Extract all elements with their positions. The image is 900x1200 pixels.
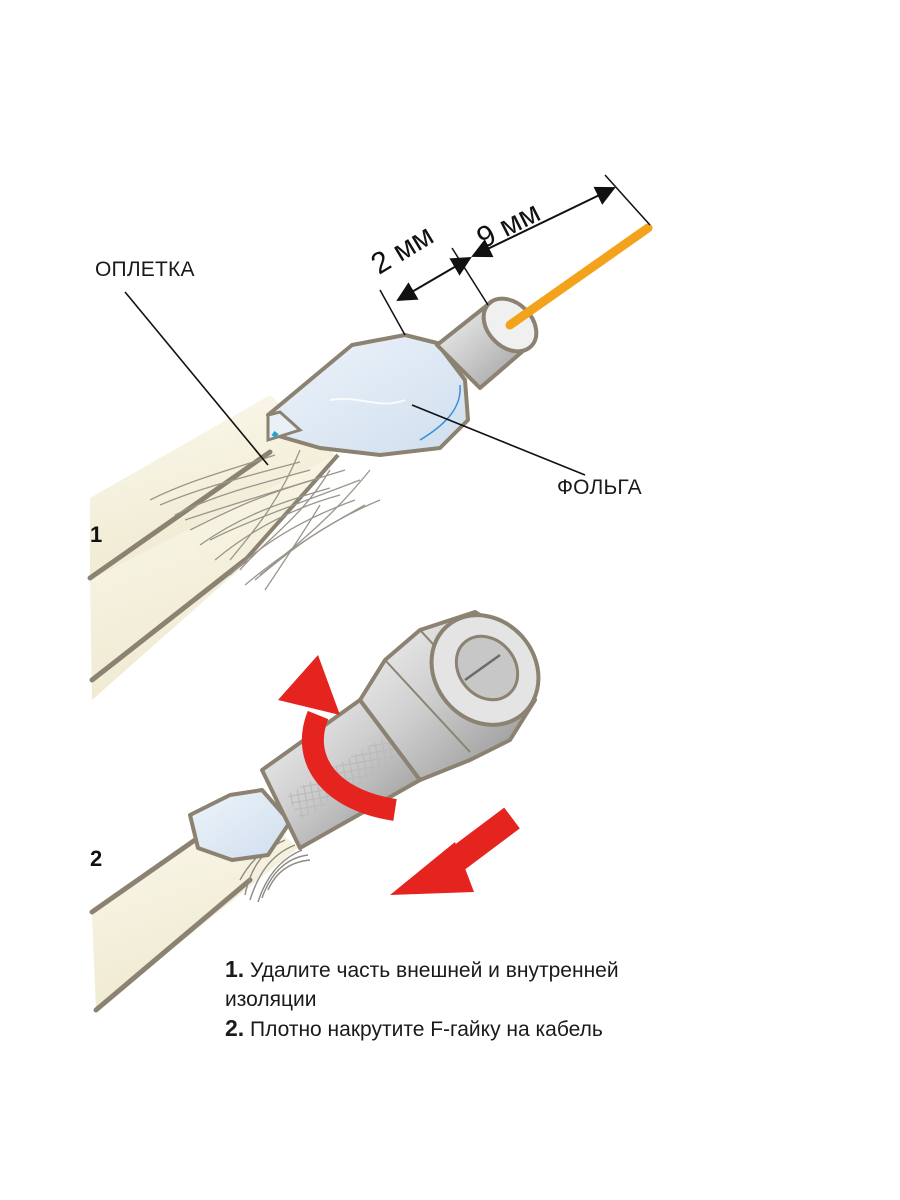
connector-assembly [89, 610, 541, 1013]
step-2-marker: 2 [90, 846, 103, 871]
instruction-step-2: 2. Плотно накрутите F-гайку на кабель [225, 1014, 665, 1044]
foil-leader-line [411, 404, 586, 476]
foil-label: ФОЛЬГА [557, 476, 642, 499]
rotate-arrow [302, 710, 397, 821]
foil-wrap [188, 788, 292, 862]
instruction-text: Удалите часть внешней и внутренней изоля… [225, 959, 619, 1011]
braid-label: ОПЛЕТКА [95, 258, 195, 281]
step-1-marker: 1 [90, 522, 103, 547]
foil-layer [266, 333, 470, 457]
instruction-step-1: 1. Удалите часть внешней и внутренней из… [225, 955, 665, 1014]
braid-wires [149, 449, 381, 591]
dim-9mm-arrow [471, 186, 616, 258]
instruction-number: 2. [225, 1015, 245, 1041]
stripped-cable [87, 174, 653, 700]
braid-leader-line [124, 291, 269, 466]
centre-conductor [505, 223, 653, 330]
instruction-text: Плотно накрутите F-гайку на кабель [250, 1018, 603, 1041]
instruction-number: 1. [225, 956, 245, 982]
dim-2mm-arrow [396, 256, 472, 302]
instructions: 1. Удалите часть внешней и внутренней из… [225, 955, 665, 1044]
